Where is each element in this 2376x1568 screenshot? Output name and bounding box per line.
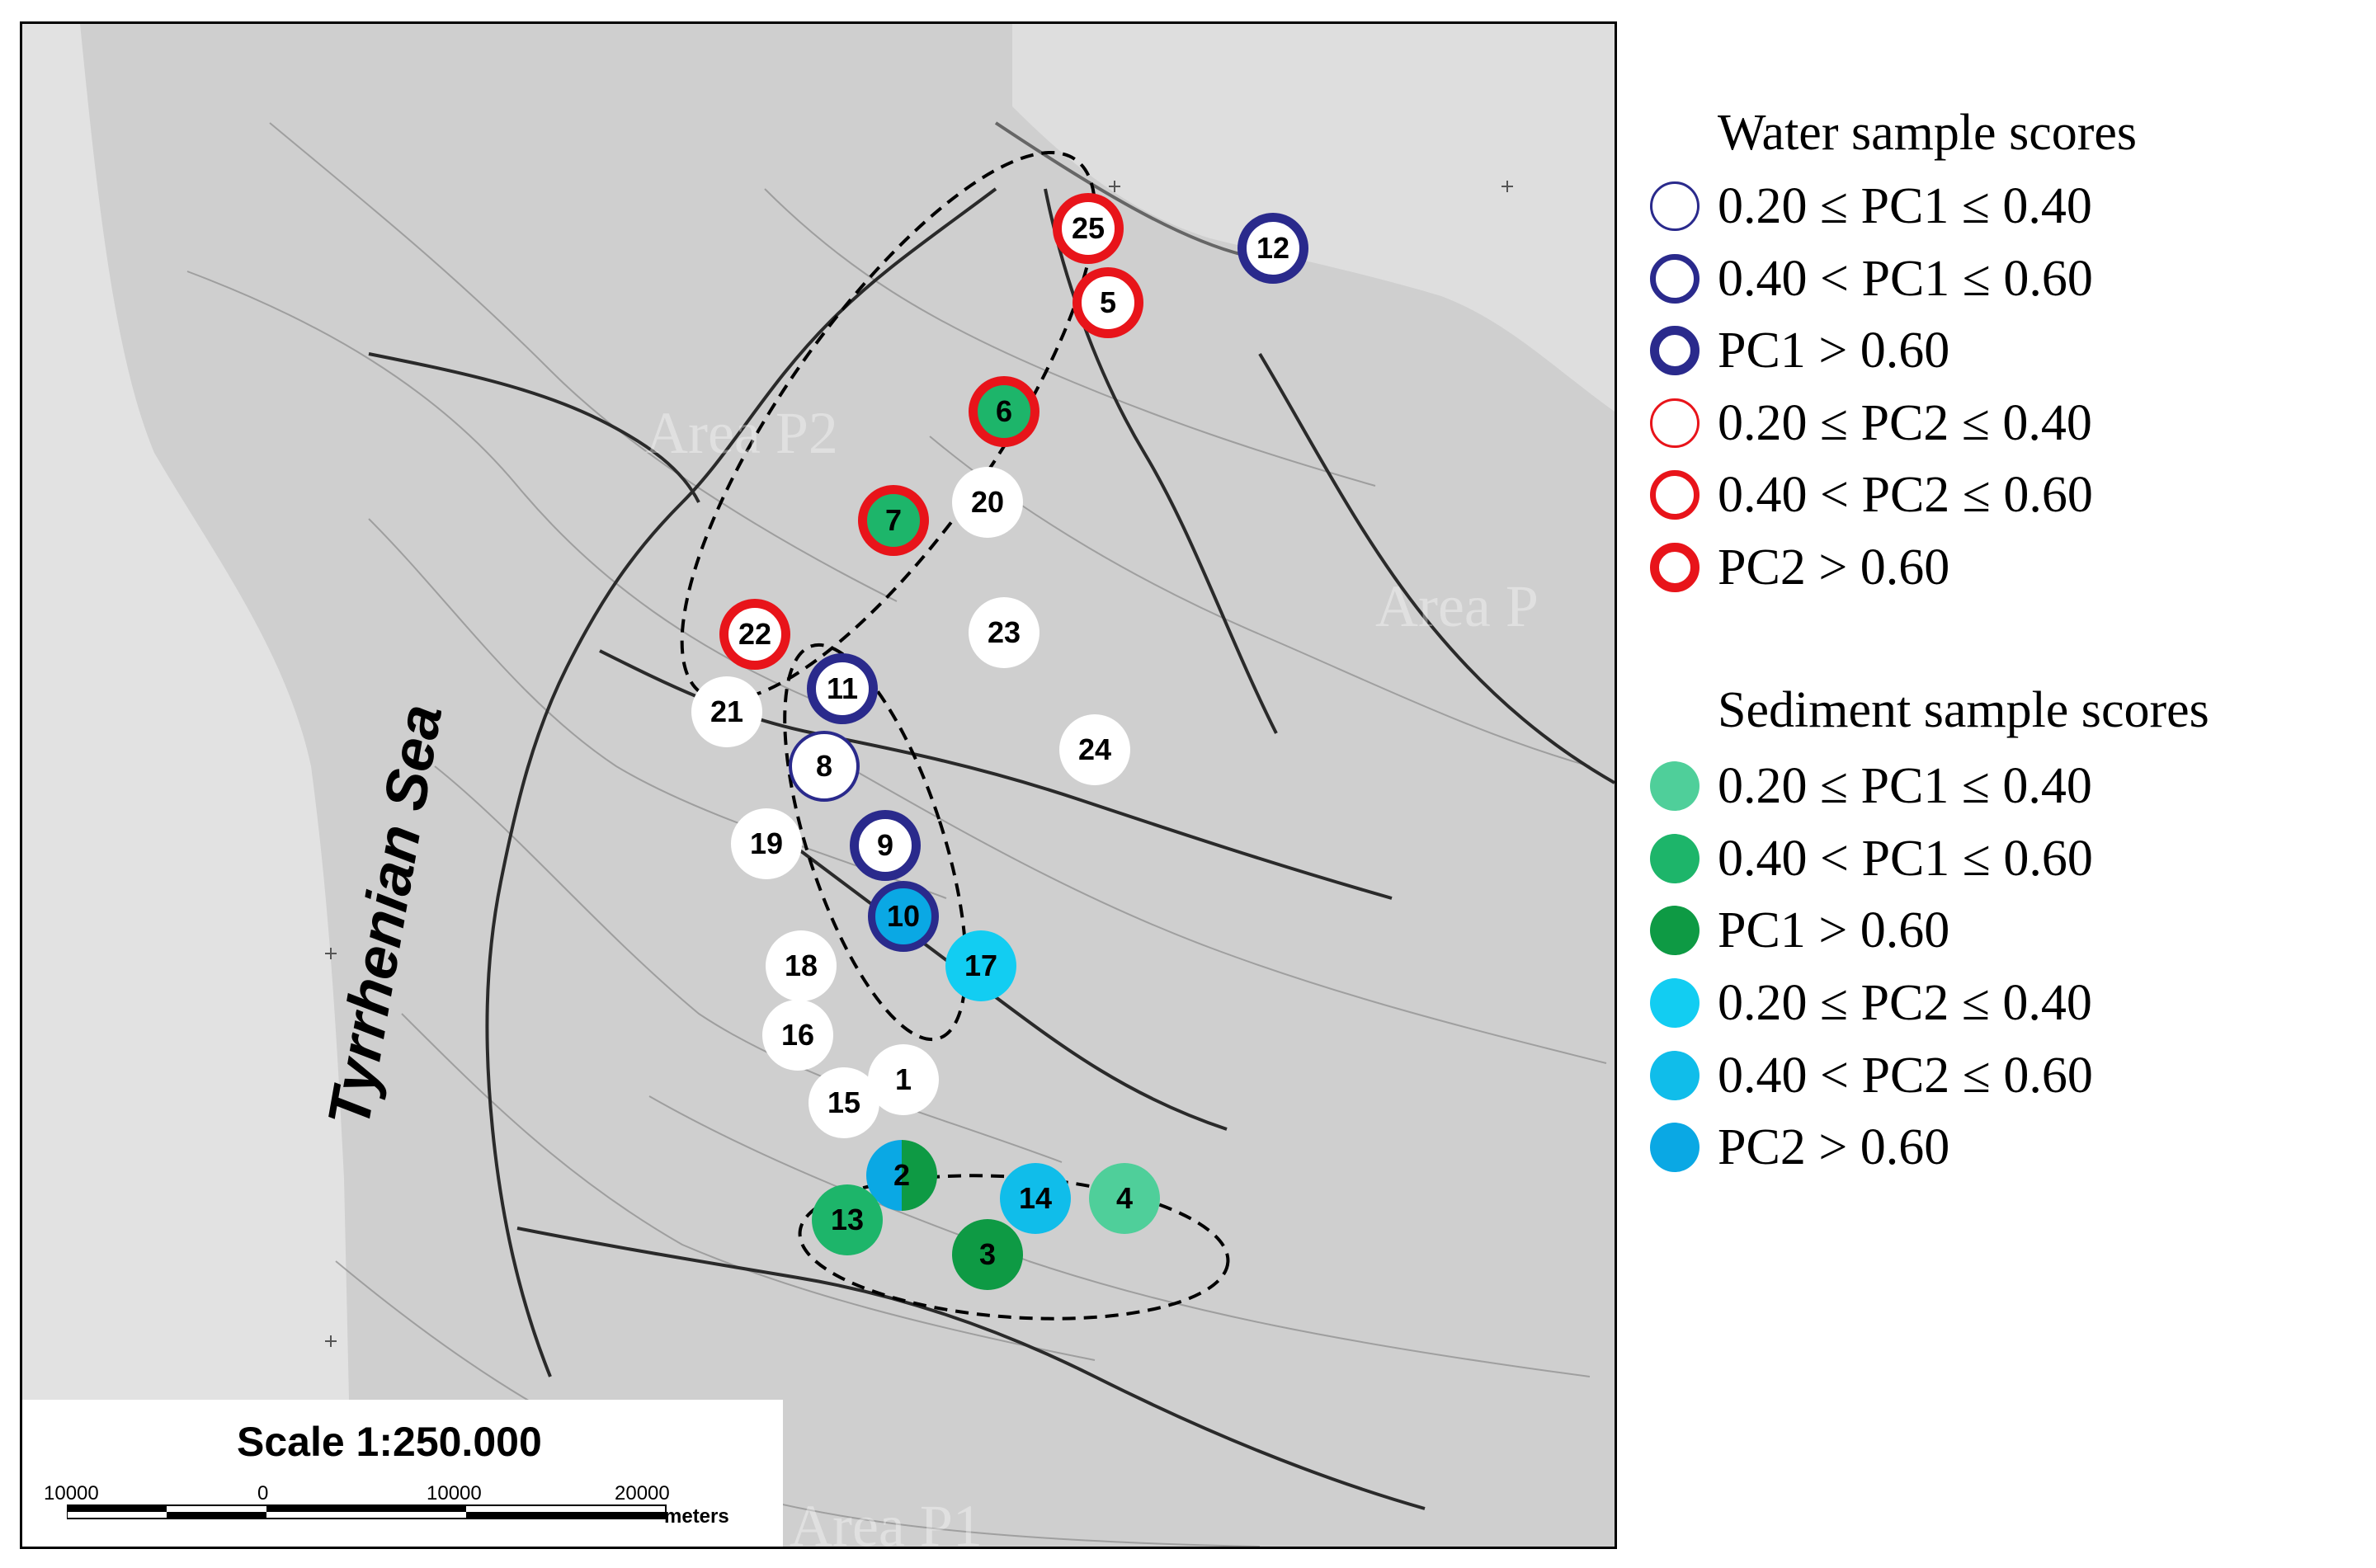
ring-marker-icon: [1650, 181, 1700, 231]
legend-item: 0.40 < PC1 ≤ 0.60: [1650, 830, 2093, 888]
sample-site-12: 12: [1238, 213, 1308, 284]
sample-site-1: 1: [868, 1044, 939, 1115]
legend-item: 0.40 < PC2 ≤ 0.60: [1650, 1047, 2093, 1104]
legend-label: 0.20 ≤ PC2 ≤ 0.40: [1718, 974, 2092, 1031]
legend-label: PC2 > 0.60: [1718, 1118, 1950, 1175]
legend-label: PC2 > 0.60: [1718, 539, 1950, 596]
sample-site-14: 14: [1000, 1163, 1071, 1234]
sample-site-15: 15: [808, 1067, 879, 1138]
sample-site-7: 7: [858, 485, 929, 556]
sample-site-17: 17: [945, 930, 1016, 1001]
legend-label: 0.40 < PC1 ≤ 0.60: [1718, 830, 2093, 887]
sample-site-18: 18: [766, 930, 837, 1001]
dot-marker-icon: [1650, 1051, 1700, 1100]
legend-item: PC2 > 0.60: [1650, 1118, 1949, 1176]
ring-marker-icon: [1650, 398, 1700, 448]
legend-label: 0.40 < PC2 ≤ 0.60: [1718, 1047, 2093, 1104]
legend-item: 0.20 ≤ PC2 ≤ 0.40: [1650, 394, 2092, 452]
legend-label: 0.40 < PC2 ≤ 0.60: [1718, 466, 2093, 523]
sediment-legend-title: Sediment sample scores: [1718, 682, 2209, 738]
area-p2-label: Area P2: [645, 400, 838, 466]
legend-label: 0.20 ≤ PC1 ≤ 0.40: [1718, 757, 2092, 814]
legend-item: 0.20 ≤ PC1 ≤ 0.40: [1650, 177, 2092, 235]
sample-site-21: 21: [691, 676, 762, 747]
legend-label: 0.40 < PC1 ≤ 0.60: [1718, 250, 2093, 307]
dot-marker-icon: [1650, 834, 1700, 883]
scale-bar: [67, 1504, 667, 1519]
sample-site-10: 10: [868, 881, 939, 952]
sample-site-20: 20: [952, 467, 1023, 538]
water-legend-title: Water sample scores: [1718, 105, 2138, 161]
legend-label: PC1 > 0.60: [1718, 902, 1950, 958]
terrain-map: [22, 24, 1615, 1547]
sample-site-13: 13: [812, 1184, 883, 1255]
sample-site-5: 5: [1072, 267, 1143, 338]
dot-marker-icon: [1650, 906, 1700, 955]
scale-tick-label: 10000: [44, 1482, 99, 1504]
sample-site-19: 19: [731, 808, 802, 879]
scale-tick-label: 0: [257, 1482, 269, 1504]
scale-tick-label: 20000: [615, 1482, 670, 1504]
sample-site-22: 22: [719, 599, 790, 670]
ring-marker-icon: [1650, 470, 1700, 520]
legend-label: 0.20 ≤ PC2 ≤ 0.40: [1718, 394, 2092, 451]
dot-marker-icon: [1650, 978, 1700, 1028]
scale-title: Scale 1:250.000: [237, 1419, 542, 1465]
legend-item: PC1 > 0.60: [1650, 322, 1949, 379]
sample-site-6: 6: [969, 376, 1040, 447]
scale-unit: meters: [664, 1505, 729, 1528]
legend-item: PC1 > 0.60: [1650, 902, 1949, 959]
area-p-label: Area P: [1375, 573, 1539, 639]
legend-item: 0.20 ≤ PC1 ≤ 0.40: [1650, 757, 2092, 815]
scale-bar-panel: Scale 1:250.000 10000 0 10000 20000 mete…: [22, 1400, 783, 1547]
area-p1-label: Area P1: [790, 1493, 983, 1549]
legend-item: 0.40 < PC2 ≤ 0.60: [1650, 466, 2093, 524]
sample-site-3: 3: [952, 1219, 1023, 1290]
sample-site-2: 2: [866, 1140, 937, 1211]
dot-marker-icon: [1650, 1123, 1700, 1172]
legend-item: 0.20 ≤ PC2 ≤ 0.40: [1650, 974, 2092, 1032]
sample-site-4: 4: [1089, 1163, 1160, 1234]
legend-label: PC1 > 0.60: [1718, 322, 1950, 379]
legend-label: 0.20 ≤ PC1 ≤ 0.40: [1718, 177, 2092, 234]
sample-site-11: 11: [807, 653, 878, 724]
sample-site-24: 24: [1059, 714, 1130, 785]
sample-site-23: 23: [969, 597, 1040, 668]
sample-site-25: 25: [1053, 193, 1124, 264]
sample-site-8: 8: [789, 731, 860, 802]
sample-site-9: 9: [850, 810, 921, 881]
ring-marker-icon: [1650, 543, 1700, 592]
legend-item: 0.40 < PC1 ≤ 0.60: [1650, 250, 2093, 308]
scale-tick-label: 10000: [427, 1482, 482, 1504]
map-area: Area P2 Area P Area P1 Tyrrhenian Sea 25…: [20, 21, 1617, 1549]
ring-marker-icon: [1650, 326, 1700, 375]
sample-site-16: 16: [762, 1000, 833, 1071]
dot-marker-icon: [1650, 761, 1700, 811]
ring-marker-icon: [1650, 254, 1700, 304]
legend-item: PC2 > 0.60: [1650, 539, 1949, 596]
